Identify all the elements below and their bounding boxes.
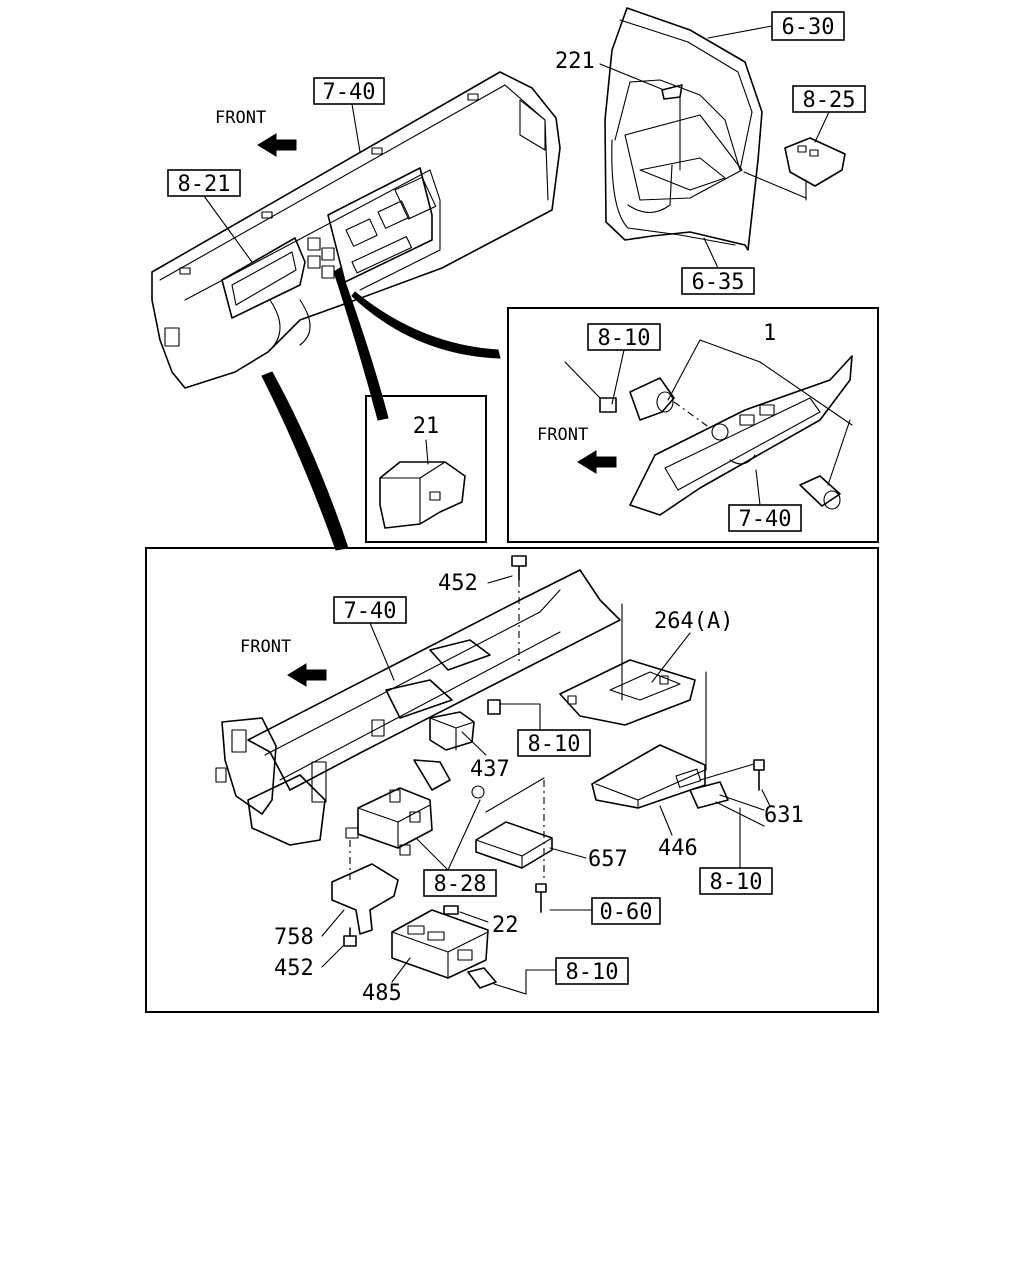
ref-8-25: 8-25 <box>803 88 856 113</box>
callout-8-25: 8-25 <box>743 85 866 201</box>
inset-part-21: 21 <box>365 395 487 543</box>
ref-7-40-top: 7-40 <box>323 80 376 105</box>
ref-1: 1 <box>763 321 776 346</box>
ref-485: 485 <box>362 981 402 1006</box>
front-label-main: FRONT <box>240 637 291 657</box>
dashboard-assembly <box>151 71 561 389</box>
ref-8-21: 8-21 <box>178 172 231 197</box>
ref-7-40-main: 7-40 <box>344 599 397 624</box>
ref-8-10-inset: 8-10 <box>598 326 651 351</box>
callout-6-30: 6-30 <box>707 11 845 41</box>
ref-631: 631 <box>764 803 804 828</box>
ref-8-10-c: 8-10 <box>566 960 619 985</box>
ref-657: 657 <box>588 847 628 872</box>
callout-7-40-top: 7-40 <box>313 77 385 153</box>
front-label-top: FRONT <box>215 108 266 128</box>
main-panel: 452 7-40 FRONT 264(A) 437 8-10 <box>145 547 879 1013</box>
front-arrow-top: FRONT <box>215 108 297 157</box>
ref-437: 437 <box>470 757 510 782</box>
ref-7-40-inset: 7-40 <box>739 507 792 532</box>
ref-0-60: 0-60 <box>600 900 653 925</box>
ref-452-bottom: 452 <box>274 956 314 981</box>
ref-8-28: 8-28 <box>434 872 487 897</box>
ref-758: 758 <box>274 925 314 950</box>
ref-221: 221 <box>555 49 595 74</box>
ref-22: 22 <box>492 913 519 938</box>
leader-to-inset-21 <box>333 267 389 421</box>
ref-8-10-b: 8-10 <box>710 870 763 895</box>
callout-6-35: 6-35 <box>681 237 755 295</box>
ref-264a: 264(A) <box>654 609 733 634</box>
ref-8-10-a: 8-10 <box>528 732 581 757</box>
callout-8-21: 8-21 <box>167 169 253 263</box>
power-window-switch <box>784 137 846 187</box>
ref-446: 446 <box>658 836 698 861</box>
ref-6-35: 6-35 <box>692 270 745 295</box>
ref-6-30: 6-30 <box>782 15 835 40</box>
ref-21: 21 <box>413 414 440 439</box>
inset-cigar-lighter: 8-10 1 FRONT 7-40 <box>507 307 879 543</box>
leader-to-inset-cigar <box>351 291 501 359</box>
leader-to-main-panel <box>261 371 349 551</box>
door-assembly <box>604 7 763 251</box>
front-label-inset: FRONT <box>537 425 588 445</box>
ref-452-top: 452 <box>438 571 478 596</box>
